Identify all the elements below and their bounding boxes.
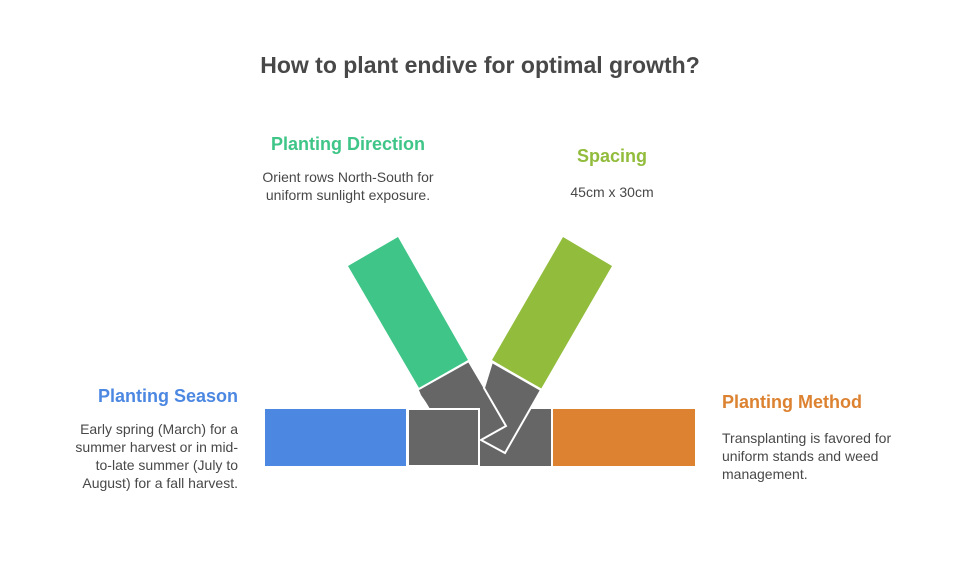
planting-season-description: Early spring (March) for a summer harves… (75, 421, 238, 491)
planting-direction-description: Orient rows North-South for uniform sunl… (262, 169, 434, 203)
planting-method-label: Planting Method (722, 392, 862, 412)
spacing-label: Spacing (576, 146, 647, 166)
divider (490, 360, 543, 391)
spacing-bar (492, 237, 612, 389)
planting-method-description: Transplanting is favored for uniform sta… (722, 430, 892, 482)
planting-direction-label: Planting Direction (270, 134, 425, 154)
planting-season-label: Planting Season (97, 386, 238, 406)
planting-direction-bar (348, 237, 468, 388)
connector-tilt-left-cap (419, 362, 482, 408)
spacing-description: 45cm x 30cm (570, 184, 654, 200)
planting-method-bar (553, 409, 695, 466)
planting-season-bar (265, 409, 406, 466)
connector-left-outline (408, 408, 480, 466)
connector-block-left (407, 408, 480, 467)
divider (418, 360, 470, 390)
diagram-title: How to plant endive for optimal growth? (260, 52, 700, 78)
